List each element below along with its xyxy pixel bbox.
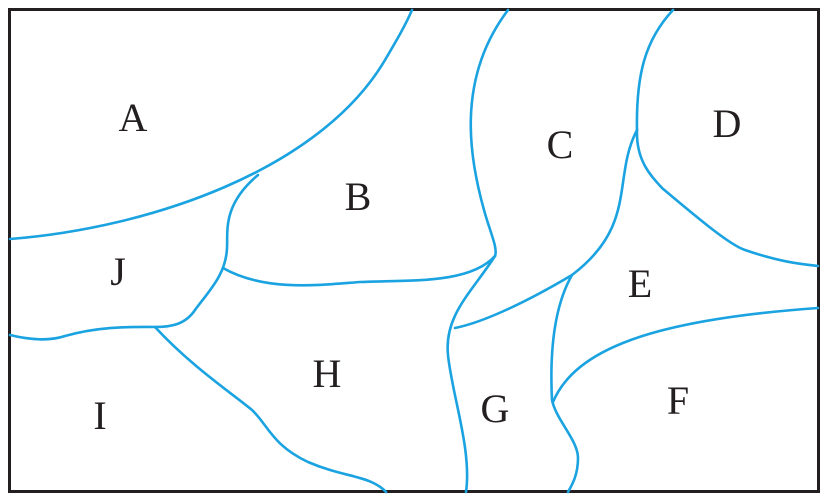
region-label-i: I [93,393,106,438]
region-label-j: J [110,249,126,294]
boundary-g-e [550,273,580,494]
boundary-h-g [446,254,497,494]
region-labels: A B C D E F G H I J [93,95,741,438]
boundary-i-h [153,325,388,494]
boundary-c-e [570,128,639,277]
boundary-a-j [8,8,414,241]
boundary-c-g [453,273,574,330]
region-label-b: B [345,174,372,219]
boundary-b-c [469,8,510,258]
region-label-d: D [713,101,742,146]
region-boundaries [8,8,820,494]
region-label-h: H [313,351,342,396]
region-label-f: F [667,378,689,423]
region-label-g: G [481,386,510,431]
boundary-e-f [551,306,820,404]
region-label-c: C [547,122,574,167]
boundary-d-e [635,128,820,268]
boundary-j-b [153,173,260,329]
boundary-b-h [221,254,497,287]
region-label-a: A [119,95,148,140]
boundary-j-i [8,325,157,341]
boundary-c-d [635,8,675,132]
region-label-e: E [628,261,652,306]
map-frame [8,8,820,493]
